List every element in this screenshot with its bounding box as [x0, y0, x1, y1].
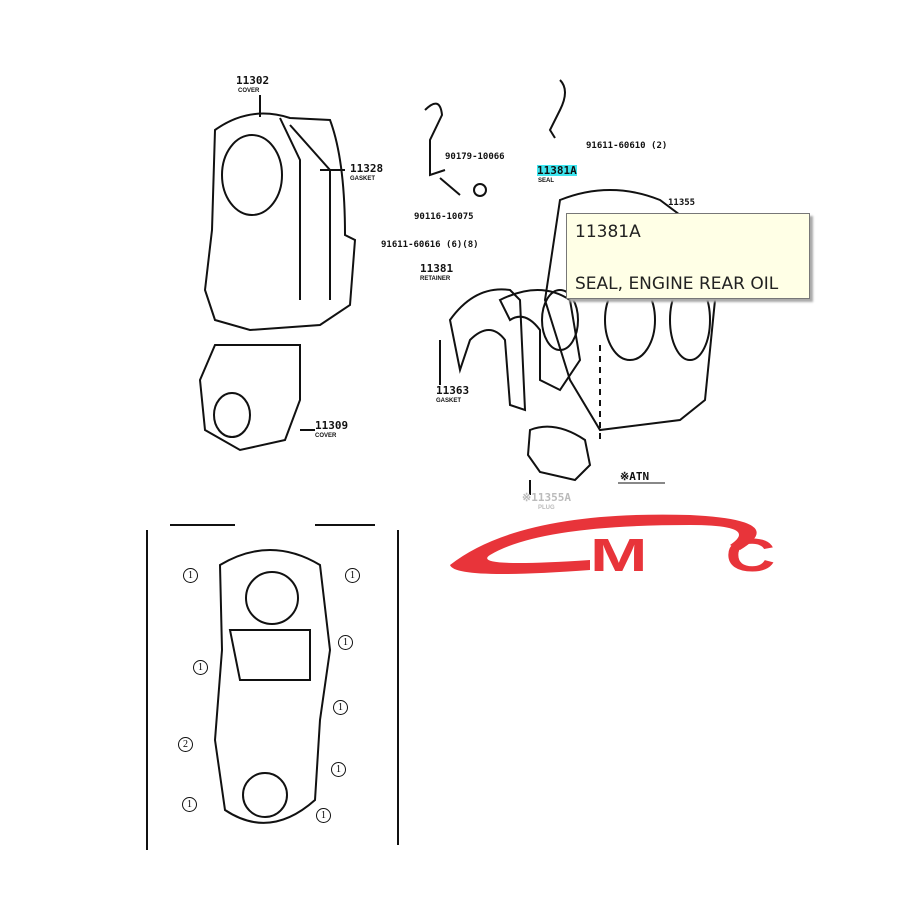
part-name: RETAINER [420, 276, 451, 282]
part-label-11381[interactable]: 11381 [420, 262, 454, 275]
part-label-11355A[interactable]: ※11355A [522, 491, 571, 504]
part-label-11309[interactable]: 11309 [315, 419, 349, 432]
bolt-marker: 1 [338, 635, 353, 650]
part-name: COVER [315, 433, 337, 439]
part-name: COVER [238, 88, 260, 94]
atn-note: ※ATN [620, 470, 650, 483]
bolt-marker: 1 [182, 797, 197, 812]
part-label-91611-60616[interactable]: 91611-60616 (6)(8) [381, 240, 479, 250]
bolt-marker: 1 [193, 660, 208, 675]
part-label-11381A[interactable]: 11381A [537, 164, 577, 177]
part-label-90179[interactable]: 90179-10066 [445, 152, 505, 162]
tooltip-description: SEAL, ENGINE REAR OIL [575, 274, 779, 294]
part-name: GASKET [436, 398, 462, 404]
part-label-90116[interactable]: 90116-10075 [414, 212, 474, 222]
bolt-marker: 1 [331, 762, 346, 777]
part-tooltip: 11381A SEAL, ENGINE REAR OIL [566, 213, 810, 299]
part-label-11363[interactable]: 11363 [436, 384, 470, 397]
bolt-marker: 1 [183, 568, 198, 583]
logo-text: MC [590, 529, 854, 581]
part-label-91611-60610[interactable]: 91611-60610 (2) [586, 141, 668, 151]
part-name: PLUG [538, 505, 555, 511]
part-name: SEAL [538, 178, 555, 184]
bolt-marker: 1 [333, 700, 348, 715]
tooltip-part-number: 11381A [575, 222, 641, 242]
part-label-11355[interactable]: 11355 [668, 198, 696, 208]
bolt-marker: 2 [178, 737, 193, 752]
bolt-marker: 1 [316, 808, 331, 823]
bolt-marker: 1 [345, 568, 360, 583]
part-label-11302[interactable]: 11302 [236, 74, 270, 87]
part-label-11328[interactable]: 11328 [350, 162, 384, 175]
part-name: GASKET [350, 176, 376, 182]
